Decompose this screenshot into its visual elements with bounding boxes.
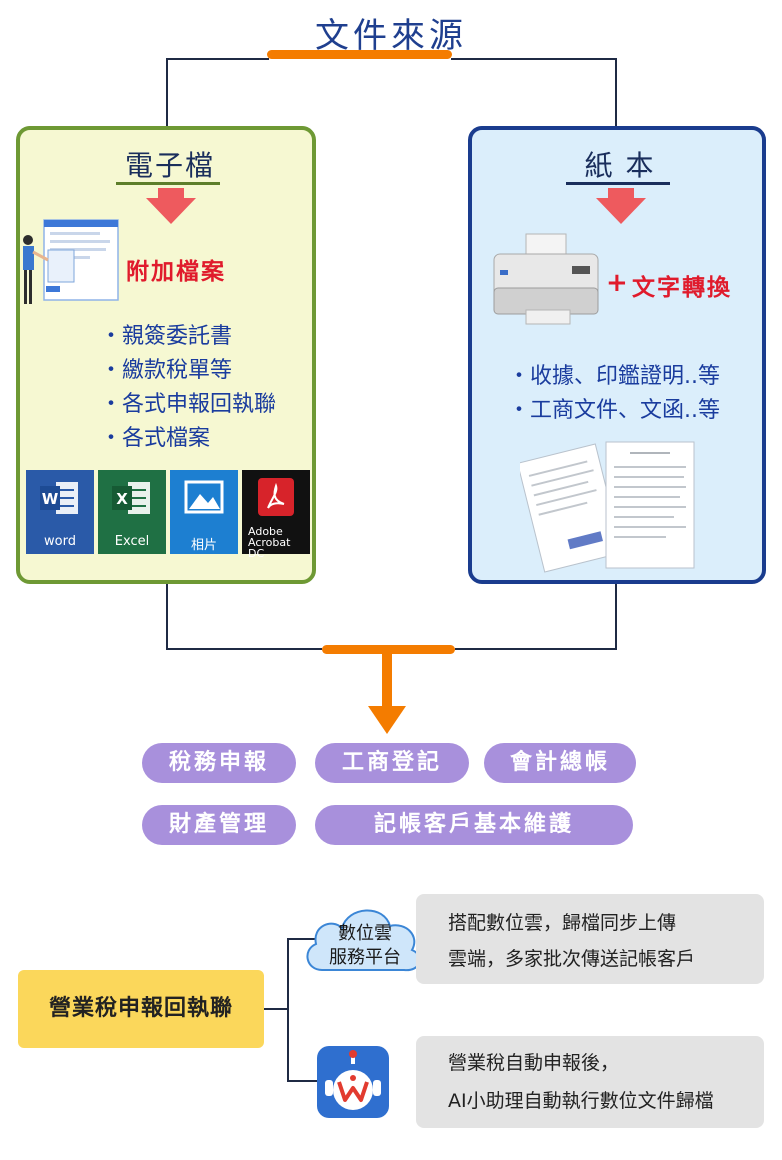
word-icon: W [40, 482, 78, 514]
ai-assistant-app-icon [317, 1046, 389, 1118]
down-arrow-icon [368, 650, 406, 734]
photo-tile: 相片 [170, 470, 238, 554]
merge-bar [322, 645, 455, 654]
plus-icon: + [606, 268, 628, 298]
business-tax-receipt-box: 營業稅申報回執聯 [18, 970, 264, 1048]
cloud-platform-label: 數位雲 服務平台 [329, 923, 401, 968]
connector-line [287, 938, 317, 940]
panel-title-paper: 紙 本 [584, 149, 656, 182]
panel-title-underline [566, 182, 670, 185]
connector-line [166, 648, 322, 650]
list-item: ・各式申報回執聯 [100, 392, 277, 417]
excel-icon: X [112, 482, 150, 514]
excel-tile: X Excel [98, 470, 166, 554]
connector-line [166, 58, 168, 128]
connector-line [166, 58, 269, 60]
ai-archive-note: 營業稅自動申報後， AI小助理自動執行數位文件歸檔 [416, 1036, 764, 1128]
connector-line [455, 648, 617, 650]
electronic-bullet-list: ・親簽委託書 ・繳款稅單等 ・各式申報回執聯 ・各式檔案 [100, 320, 276, 456]
svg-text:X: X [116, 490, 128, 508]
pill-client-maintenance: 記帳客戶基本維護 [315, 805, 633, 845]
acrobat-tile: Adobe Acrobat DC [242, 470, 310, 559]
connector-line [264, 1008, 288, 1010]
word-tile: W word [26, 470, 94, 554]
attach-file-label: 附加檔案 [126, 259, 226, 285]
tile-label: 相片 [190, 538, 217, 553]
paper-panel: 紙 本 + 文字轉換 ・收據、印鑑證明..等 ・工商文件、文函..等 [468, 126, 766, 584]
tile-label: word [44, 534, 76, 549]
cloud-sync-note: 搭配數位雲，歸檔同步上傳 雲端，多家批次傳送記帳客戶 [416, 894, 764, 984]
connector-line [615, 584, 617, 650]
pill-property-management: 財產管理 [142, 805, 296, 845]
text-convert-label: 文字轉換 [632, 275, 732, 301]
electronic-file-panel: 電子檔 附加檔案 ・親簽委託書 ・繳款稅單等 ・各式申報回執聯 ・各式檔案 [16, 126, 316, 584]
connector-line [287, 1080, 319, 1082]
paper-documents-illustration [520, 441, 695, 573]
tile-label: Adobe Acrobat DC [248, 525, 291, 560]
photo-icon [184, 480, 224, 514]
down-arrow-icon [146, 188, 196, 224]
pill-business-registration: 工商登記 [315, 743, 469, 783]
title-underline-bar [267, 50, 452, 59]
panel-title-underline [116, 182, 220, 185]
connector-line [166, 584, 168, 650]
list-item: ・收據、印鑑證明..等 [508, 364, 721, 389]
svg-text:W: W [42, 490, 59, 508]
list-item: ・親簽委託書 [100, 324, 233, 349]
paper-bullet-list: ・收據、印鑑證明..等 ・工商文件、文函..等 [508, 360, 720, 428]
panel-title-electronic: 電子檔 [124, 149, 215, 182]
acrobat-icon [258, 478, 294, 516]
connector-line [451, 58, 617, 60]
list-item: ・工商文件、文函..等 [508, 398, 721, 423]
diagram-title: 文件來源 [315, 16, 467, 56]
pill-general-ledger: 會計總帳 [484, 743, 636, 783]
down-arrow-icon [596, 188, 646, 224]
email-attachment-illustration [23, 219, 119, 304]
scanner-illustration [493, 233, 599, 325]
list-item: ・繳款稅單等 [100, 358, 233, 383]
connector-line [287, 938, 289, 1082]
list-item: ・各式檔案 [100, 426, 211, 451]
pill-tax-filing: 稅務申報 [142, 743, 296, 783]
connector-line [615, 58, 617, 128]
tile-label: Excel [114, 534, 150, 549]
